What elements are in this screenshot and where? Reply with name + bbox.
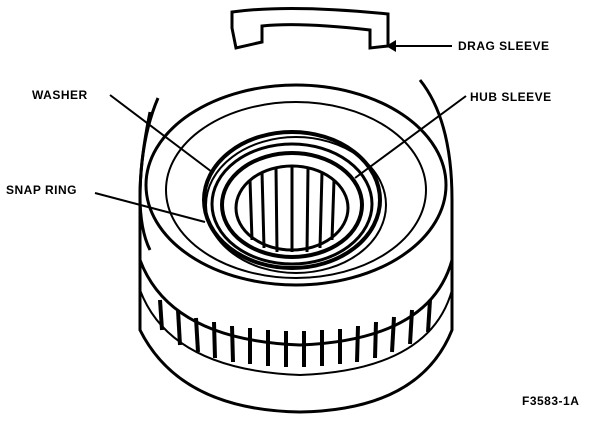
washer bbox=[202, 130, 382, 270]
hub-sleeve bbox=[220, 151, 364, 259]
drag-sleeve bbox=[230, 6, 390, 50]
label-snap-ring: SNAP RING bbox=[6, 183, 77, 197]
outer-case bbox=[138, 79, 454, 414]
figure-id: F3583-1A bbox=[522, 394, 580, 408]
hub-splines bbox=[248, 166, 336, 253]
case-slots bbox=[158, 299, 432, 367]
outer-rim bbox=[144, 83, 448, 287]
label-drag-sleeve: DRAG SLEEVE bbox=[458, 39, 550, 53]
label-washer: WASHER bbox=[32, 88, 88, 102]
label-hub-sleeve: HUB SLEEVE bbox=[470, 90, 552, 104]
snap-ring bbox=[210, 142, 374, 266]
